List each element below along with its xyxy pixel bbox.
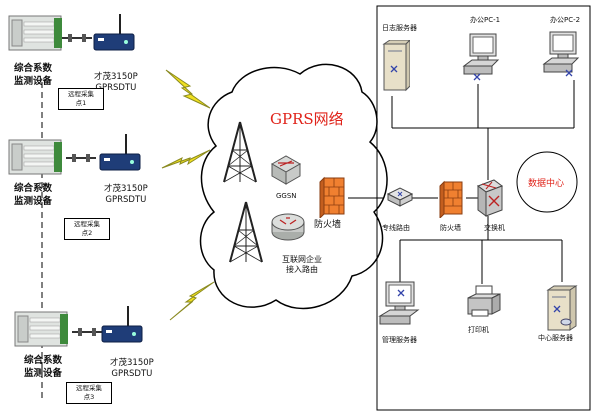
equipment-label: 综合系数 监测设备	[14, 183, 53, 207]
office-pc2-label: 办公PC-2	[550, 16, 581, 24]
dtu-label: 才茂3150P GPRSDTU	[94, 72, 138, 93]
mgmt-server-label: 管理服务器	[382, 336, 417, 344]
radio-tower-icon	[229, 201, 263, 263]
data-center-title: 数据中心	[528, 179, 565, 189]
printer-icon	[467, 285, 501, 317]
dtu-modem-icon	[93, 14, 135, 51]
dtu-label: 才茂3150P GPRSDTU	[104, 184, 148, 205]
office-pc1-label: 办公PC-1	[470, 16, 501, 24]
ggsn-switch-icon	[270, 155, 302, 185]
dedicated-router-label: 专线路由	[382, 224, 410, 232]
dtu-modem-icon	[99, 134, 141, 171]
switch-icon	[476, 179, 504, 217]
remote-point-label: 远程采集 点3	[66, 382, 112, 404]
remote-point-label: 远程采集 点1	[58, 88, 104, 110]
gprs-cloud-shape	[199, 63, 388, 310]
remote-site-3: 综合系数 监测设备 才茂3150P GPRSDTU 远程采集 点3	[0, 300, 200, 415]
server-rack-icon	[8, 15, 62, 51]
router-label: 互联网企业 接入路由	[282, 255, 322, 274]
pc-icon	[378, 281, 420, 325]
remote-site-1: 综合系数 监测设备 才茂3150P GPRSDTU 远程采集 点1	[0, 0, 200, 115]
gprs-network-title: GPRS网络	[270, 110, 344, 128]
equipment-label: 综合系数 监测设备	[24, 355, 63, 379]
lightning-icon	[165, 69, 211, 109]
central-server-label: 中心服务器	[538, 334, 573, 342]
dtu-label: 才茂3150P GPRSDTU	[110, 358, 154, 379]
firewall-icon	[439, 180, 463, 218]
dc-firewall-label: 防火墙	[440, 224, 461, 232]
router-icon	[271, 213, 305, 241]
cable-connector-icon	[72, 328, 102, 336]
dtu-modem-icon	[101, 306, 143, 343]
equipment-label: 综合系数 监测设备	[14, 63, 53, 87]
server-rack-icon	[8, 139, 62, 175]
data-center-circle	[516, 151, 578, 213]
remote-site-2: 综合系数 监测设备 才茂3150P GPRSDTU 远程采集 点2	[0, 130, 200, 245]
router-icon	[386, 187, 414, 207]
firewall-icon	[319, 176, 345, 218]
lightning-icon	[169, 281, 215, 321]
lightning-icon	[161, 149, 211, 169]
ggsn-label: GGSN	[276, 192, 297, 200]
printer-label: 打印机	[468, 326, 489, 334]
cloud-firewall-label: 防火墙	[314, 220, 342, 230]
server-rack-icon	[14, 311, 68, 347]
log-server-label: 日志服务器	[382, 24, 417, 32]
cable-connector-icon	[62, 34, 92, 42]
tower-server-icon	[546, 285, 578, 331]
tower-server-icon	[382, 40, 410, 92]
radio-tower-icon	[223, 121, 257, 183]
switch-label: 交换机	[484, 224, 505, 232]
pc-icon	[462, 33, 500, 81]
remote-point-label: 远程采集 点2	[64, 218, 110, 240]
pc-icon	[542, 31, 580, 77]
cable-connector-icon	[66, 154, 96, 162]
